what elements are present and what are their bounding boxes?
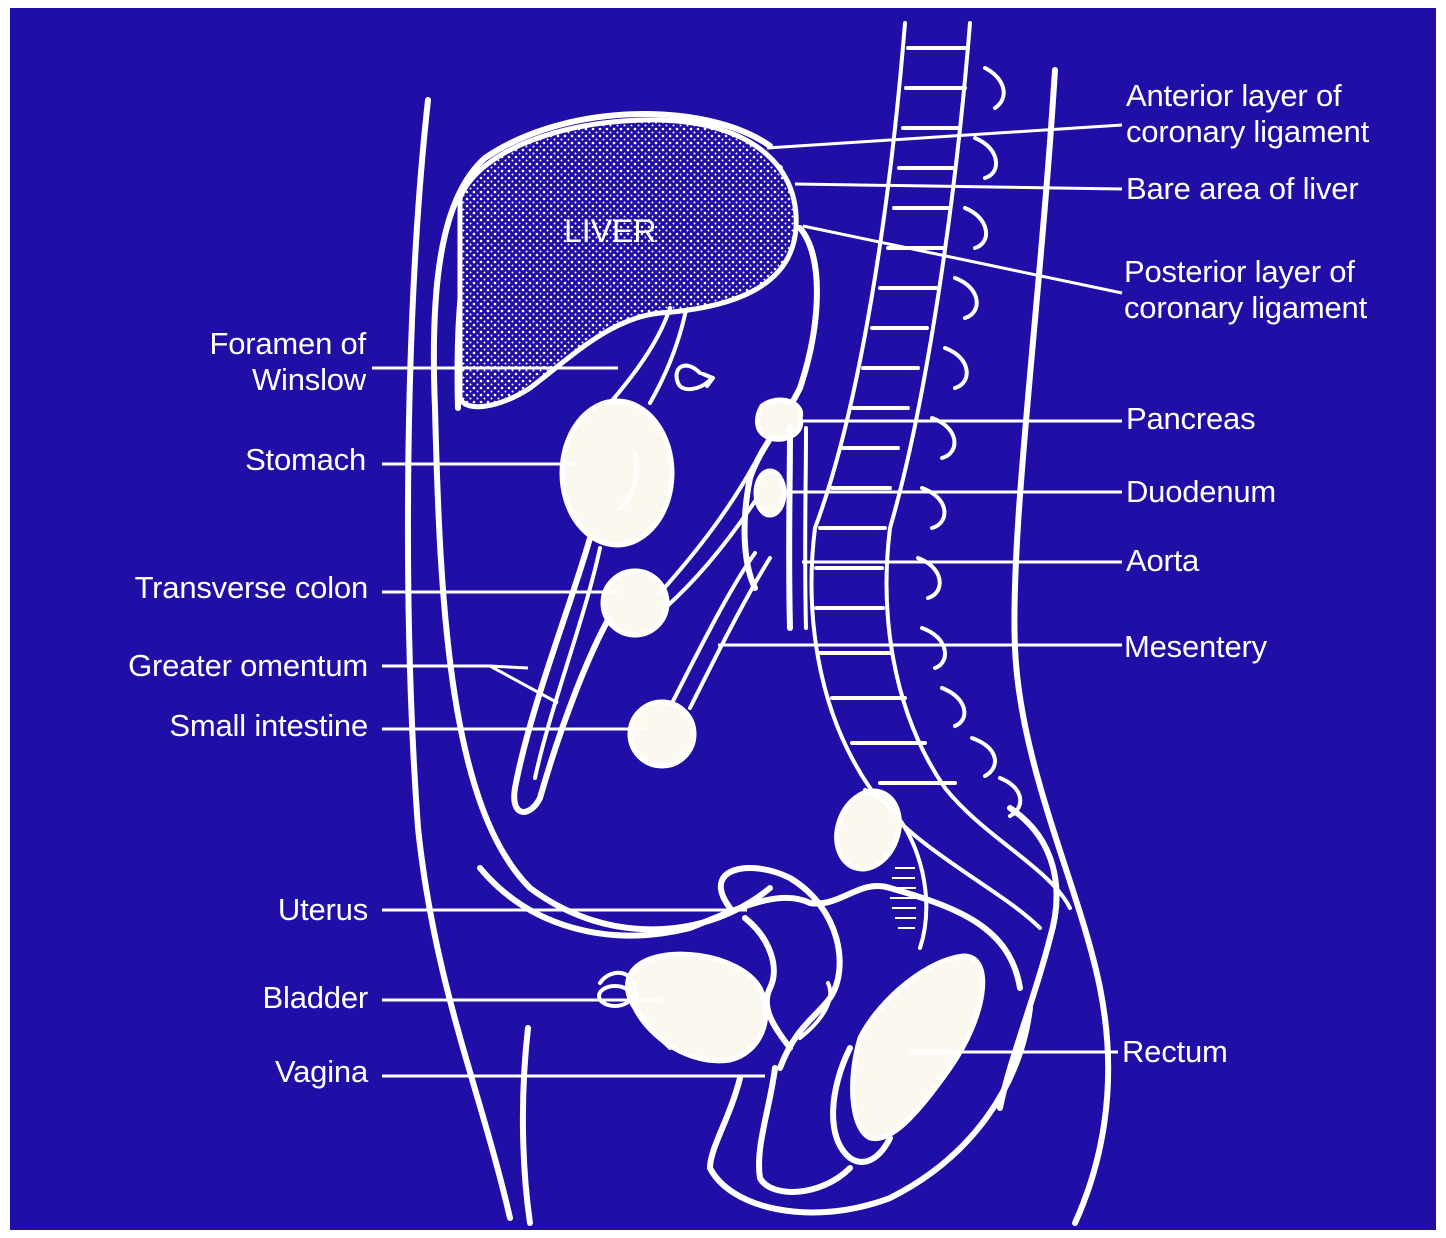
- sigmoid-colon: [826, 782, 926, 948]
- label-anterior-layer-coronary-ligament: Anterior layer of coronary ligament: [1126, 78, 1369, 150]
- label-bare-area-of-liver: Bare area of liver: [1126, 171, 1358, 207]
- label-mesentery: Mesentery: [1124, 629, 1267, 665]
- duodenum-shape: [756, 471, 784, 515]
- label-posterior-layer-coronary-ligament: Posterior layer of coronary ligament: [1124, 254, 1367, 326]
- label-transverse-colon: Transverse colon: [135, 570, 368, 606]
- label-uterus: Uterus: [278, 892, 368, 928]
- label-small-intestine: Small intestine: [169, 708, 368, 744]
- liver-shape: [460, 120, 796, 407]
- label-foramen-of-winslow: Foramen of Winslow: [209, 326, 366, 398]
- buttock-curve: [523, 1028, 530, 1223]
- label-vagina: Vagina: [275, 1054, 368, 1090]
- pelvic-peritoneum: [480, 868, 810, 936]
- spinous-processes: [918, 68, 1020, 816]
- label-rectum: Rectum: [1122, 1034, 1228, 1070]
- pancreas-shape: [757, 400, 800, 439]
- rectum-shape: [853, 956, 983, 1139]
- label-aorta: Aorta: [1126, 543, 1199, 579]
- foramen-arrow: [677, 366, 713, 390]
- diagram-canvas: LIVER Foramen of Winslow Stomach Transve…: [10, 8, 1436, 1230]
- label-pancreas: Pancreas: [1126, 401, 1255, 437]
- bladder-shape: [628, 954, 766, 1061]
- vertebral-column: [812, 23, 1070, 928]
- small-intestine-shape: [630, 702, 694, 766]
- transverse-colon-shape: [603, 571, 667, 635]
- pubic-bone: [599, 986, 631, 1006]
- liver-label: LIVER: [564, 213, 656, 249]
- label-duodenum: Duodenum: [1126, 474, 1276, 510]
- mesentery-shape: [672, 553, 755, 703]
- aorta-shape: [789, 428, 790, 628]
- label-greater-omentum: Greater omentum: [128, 648, 368, 684]
- label-stomach: Stomach: [245, 442, 366, 478]
- label-bladder: Bladder: [263, 980, 368, 1016]
- stomach-shape: [562, 401, 672, 545]
